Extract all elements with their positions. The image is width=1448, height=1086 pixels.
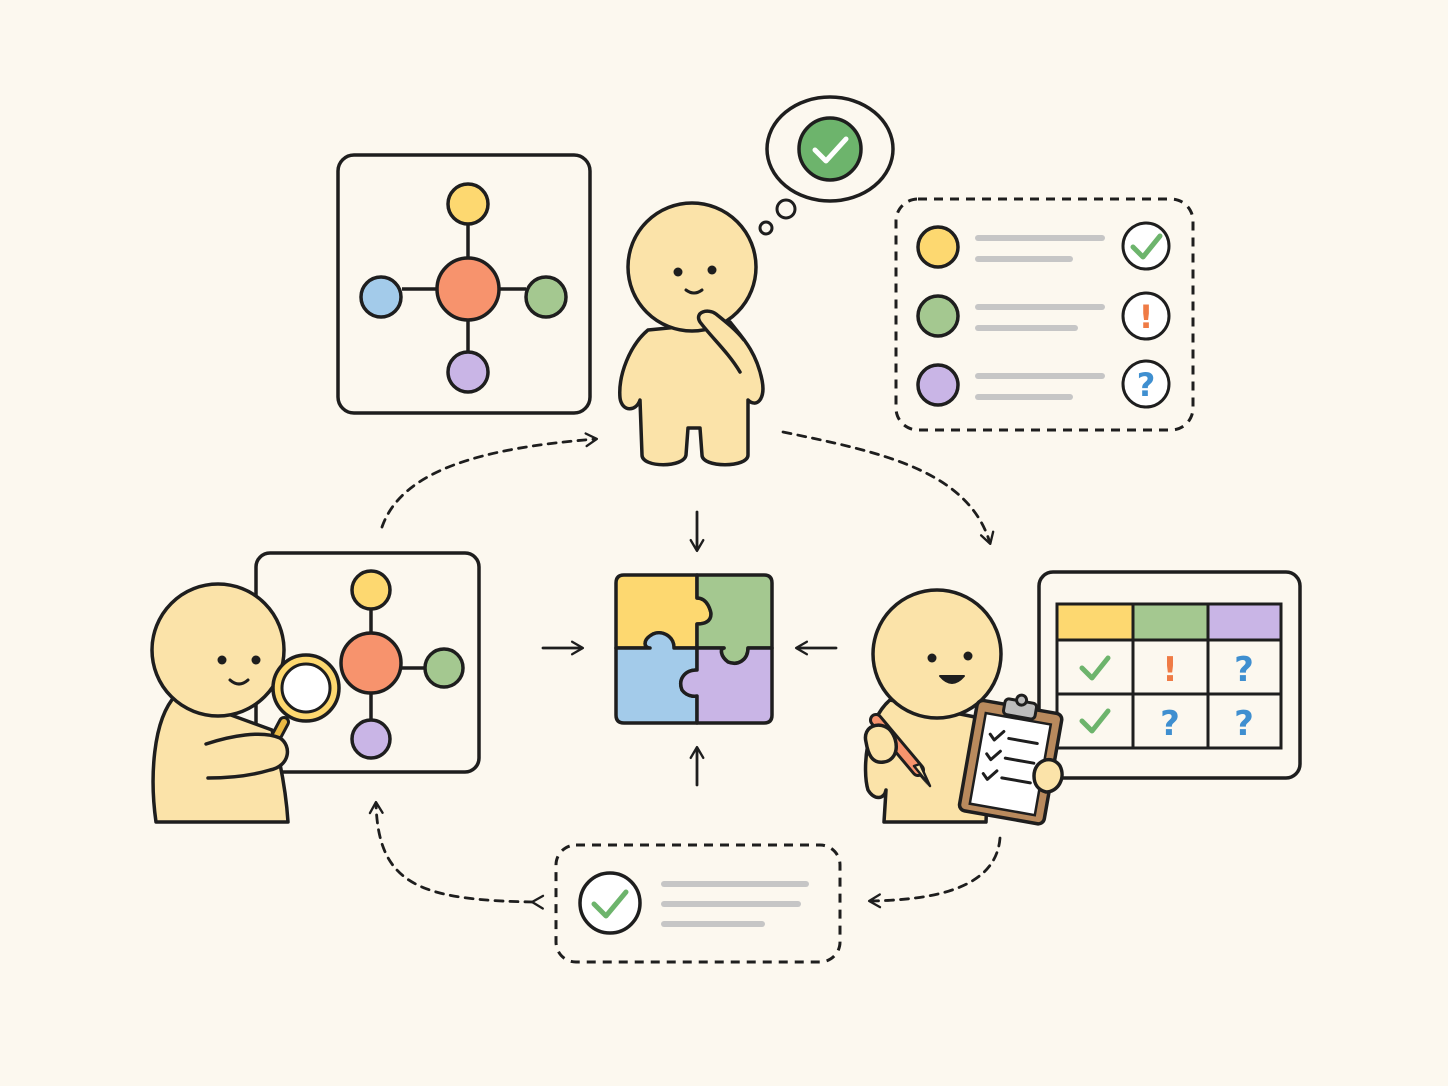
status-list-card: ! ? <box>894 197 1195 432</box>
analysis-node-center <box>339 631 403 695</box>
table-header-purple <box>1208 604 1281 640</box>
status-row: ! <box>916 291 1171 341</box>
evaluator-hand <box>1032 757 1064 794</box>
warning-symbol: ! <box>1139 298 1154 336</box>
check-icon <box>578 871 642 935</box>
magnifier-icon <box>262 653 341 758</box>
arrow-to-thinker <box>380 432 599 529</box>
status-row <box>916 221 1171 271</box>
status-row: ? <box>916 359 1171 409</box>
check-icon <box>797 116 863 182</box>
analyst-hand <box>204 732 290 780</box>
network-node-blue <box>359 275 403 319</box>
thought-bubble <box>758 95 895 236</box>
status-dot-purple <box>916 363 960 407</box>
network-node-green <box>524 275 568 319</box>
evaluation-table-card: ! ? ? ? <box>1037 570 1302 780</box>
table-header-yellow <box>1057 604 1133 640</box>
check-icon <box>1121 221 1171 271</box>
network-diagram-card <box>336 153 592 415</box>
puzzle-piece-purple <box>679 646 774 725</box>
thinking-character <box>618 95 895 467</box>
analysis-node-green <box>423 647 465 689</box>
arrow-to-result <box>867 836 1002 909</box>
status-dot-green <box>916 294 960 338</box>
evaluator-head <box>871 588 1003 720</box>
warning-icon: ! <box>1121 291 1171 341</box>
character-hand <box>696 309 746 374</box>
puzzle-icon <box>614 573 774 725</box>
character-head <box>626 201 758 333</box>
check-icon <box>1079 708 1111 734</box>
status-dot-yellow <box>916 225 960 269</box>
result-card <box>554 843 842 964</box>
warning-icon: ! <box>1162 650 1178 690</box>
analyst-character <box>150 551 481 824</box>
arrow-result-analyst <box>368 800 545 910</box>
analysis-node-purple <box>350 718 392 760</box>
question-icon: ? <box>1234 650 1254 690</box>
evaluator-hand <box>863 723 898 764</box>
network-node-yellow <box>446 182 490 226</box>
question-icon: ? <box>1160 704 1180 744</box>
table-header-green <box>1133 604 1208 640</box>
question-icon: ? <box>1121 359 1171 409</box>
network-node-center <box>435 256 501 322</box>
flow-arrows <box>368 430 1002 910</box>
analysis-node-yellow <box>350 569 392 611</box>
check-icon <box>1079 655 1111 681</box>
analyst-head <box>150 582 286 718</box>
character-body <box>618 320 765 467</box>
network-node-purple <box>446 350 490 394</box>
question-symbol: ? <box>1137 366 1156 404</box>
question-icon: ? <box>1234 704 1254 744</box>
network-edges <box>402 225 526 352</box>
arrow-to-evaluator <box>781 430 995 546</box>
evaluator-character <box>863 588 1064 826</box>
